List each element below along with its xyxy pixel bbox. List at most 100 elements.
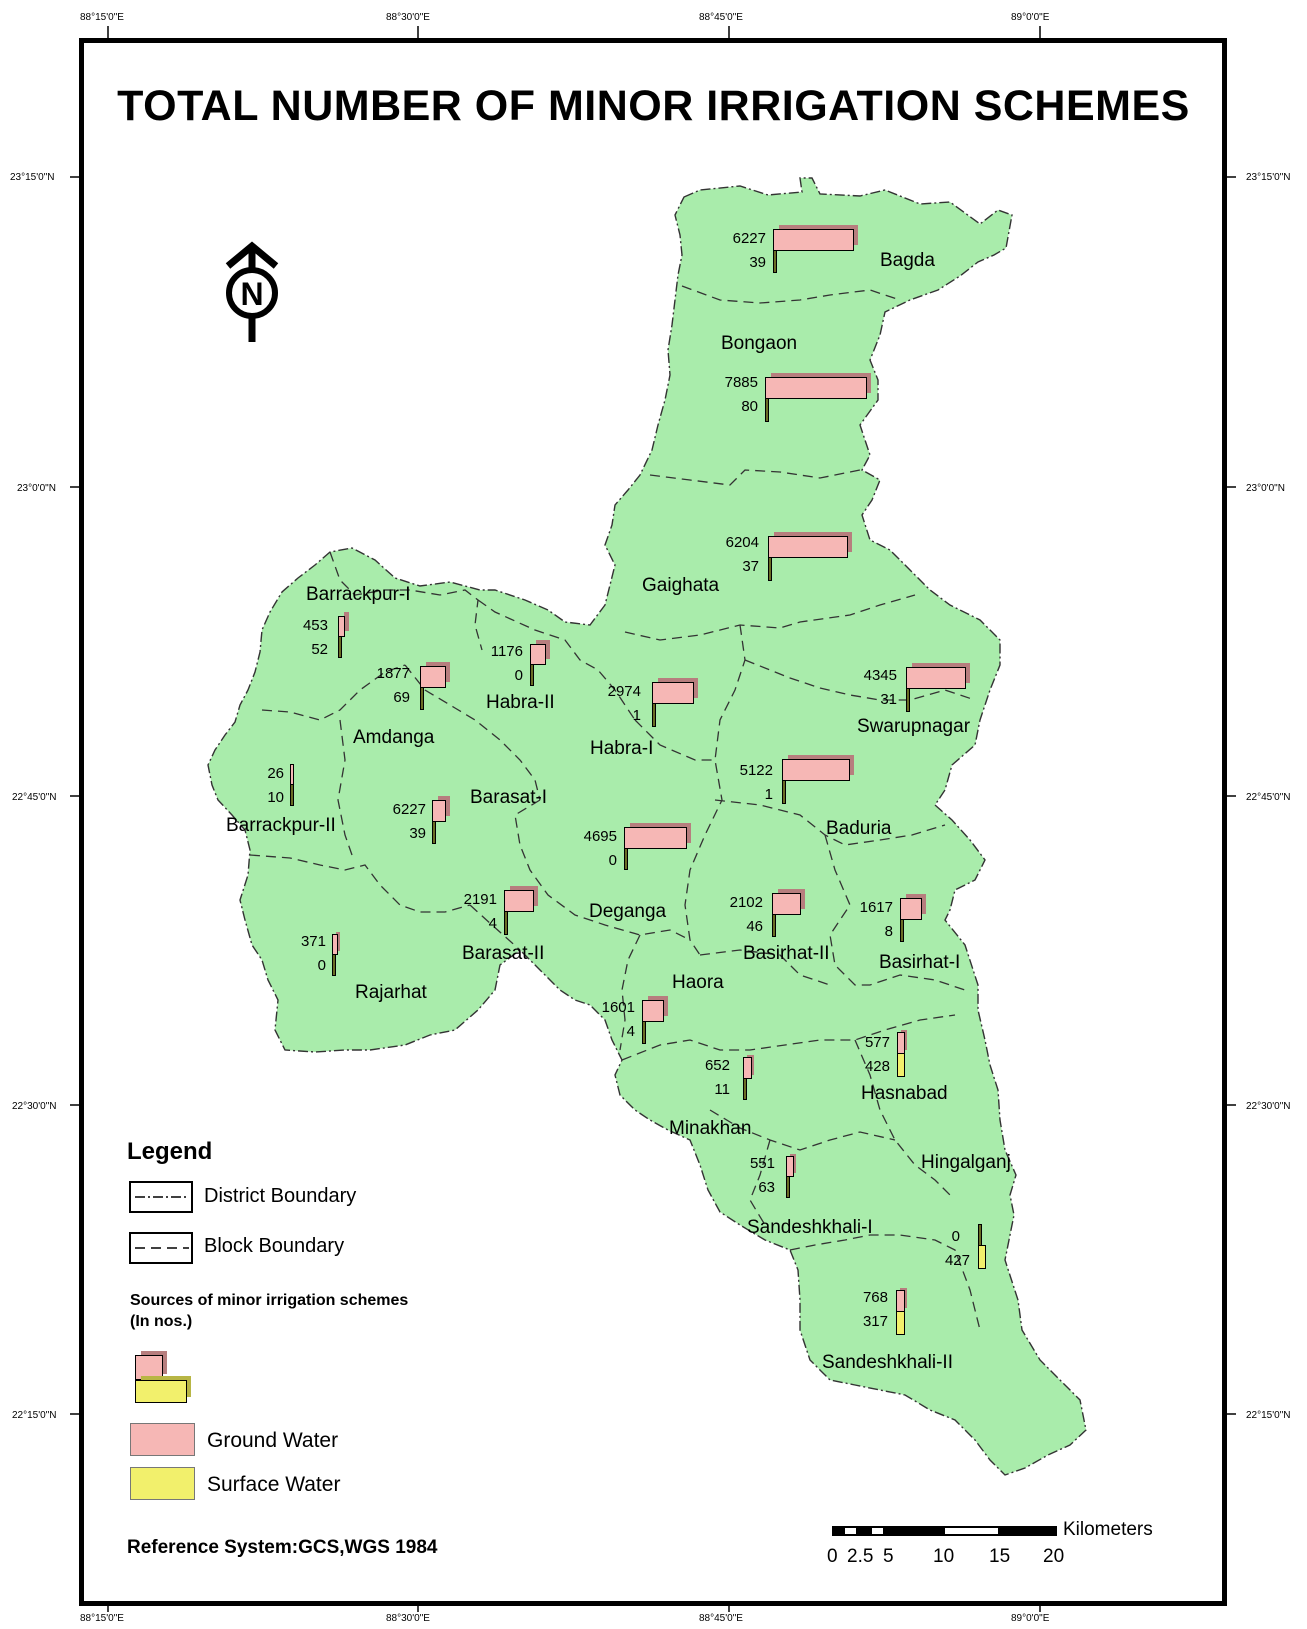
sw-value: 1 [764, 786, 773, 803]
block-boundary-swatch [129, 1232, 193, 1264]
sw-stem [624, 848, 628, 870]
block-label: Deganga [589, 901, 667, 922]
gw-bar [782, 759, 850, 781]
gw-value: 371 [300, 933, 326, 950]
gw-bar [338, 616, 345, 637]
block-label: Minakhan [669, 1118, 752, 1139]
gw-bar [900, 898, 922, 920]
sw-stem [772, 914, 776, 937]
gw-bar [772, 893, 801, 915]
sw-value: 317 [862, 1313, 888, 1330]
ground-water-label: Ground Water [207, 1429, 339, 1452]
block-label: Habra-I [590, 738, 654, 759]
gw-bar [642, 1000, 664, 1022]
scale-tick: 15 [989, 1546, 1011, 1567]
gw-value: 652 [704, 1057, 730, 1074]
block-label: Habra-II [486, 692, 555, 713]
lon-label: 88°30'0"E [386, 1613, 430, 1624]
block-label: Barrackpur-I [306, 584, 411, 605]
reference-system: Reference System:GCS,WGS 1984 [127, 1537, 438, 1558]
sw-stem [504, 911, 508, 935]
block-label: Hingalganj [921, 1152, 1011, 1173]
gw-bar [768, 536, 848, 558]
block-label: Amdanga [353, 727, 435, 748]
lat-label: 23°0'0"N [1246, 483, 1285, 494]
block-boundary-label: Block Boundary [204, 1235, 345, 1257]
district-outline [207, 177, 1087, 1476]
lon-label: 88°15'0"E [80, 12, 124, 23]
gw-value: 453 [302, 617, 328, 634]
sw-value: 0 [608, 852, 617, 869]
lat-label: 22°30'0"N [12, 1101, 57, 1112]
map-title: TOTAL NUMBER OF MINOR IRRIGATION SCHEMES [117, 82, 1190, 130]
north-arrow-icon: N [225, 241, 279, 342]
district-boundary-label: District Boundary [204, 1185, 357, 1207]
sw-bar [978, 1245, 986, 1269]
block-label: Barasat-I [470, 787, 548, 808]
scale-tick: 0 [827, 1546, 838, 1567]
sw-value: 31 [880, 691, 897, 708]
sw-value: 63 [758, 1179, 775, 1196]
gw-bar [290, 764, 294, 785]
sw-stem [338, 636, 342, 658]
sw-value: 0 [514, 667, 523, 684]
sw-stem [906, 688, 910, 712]
sw-value: 52 [311, 641, 328, 658]
sw-stem [290, 784, 294, 806]
gw-bar [332, 934, 338, 955]
sw-stem [332, 954, 336, 976]
gw-value: 26 [267, 765, 284, 782]
gw-value: 551 [749, 1155, 775, 1172]
gw-value: 577 [864, 1034, 890, 1051]
sw-value: 8 [884, 923, 893, 940]
ground-water-swatch [130, 1423, 195, 1456]
gw-bar [652, 682, 694, 704]
gw-bar [786, 1156, 794, 1177]
gw-value: 2191 [463, 891, 497, 908]
gw-bar [504, 890, 534, 912]
lat-label: 23°0'0"N [17, 483, 56, 494]
sw-value: 0 [317, 957, 326, 974]
gw-bar [906, 667, 966, 689]
lon-label: 88°45'0"E [699, 1613, 743, 1624]
gw-bar [432, 800, 446, 822]
sw-stem [768, 557, 772, 581]
legend-sample-gw-bar [135, 1355, 163, 1380]
sources-title: Sources of minor irrigation schemes [130, 1292, 409, 1309]
sw-value: 10 [267, 789, 284, 806]
block-label: Hasnabad [861, 1083, 948, 1104]
gw-value: 1617 [859, 899, 893, 916]
block-label: Bongaon [721, 333, 798, 354]
block-label: Haora [672, 972, 724, 993]
sw-stem [642, 1021, 646, 1044]
sw-stem [743, 1078, 747, 1100]
scale-unit: Kilometers [1063, 1519, 1153, 1540]
sw-bar [897, 1053, 905, 1077]
sw-stem [652, 703, 656, 727]
gw-value: 6204 [725, 534, 759, 551]
block-label: Basirhat-I [879, 952, 961, 973]
lon-label: 88°15'0"E [80, 1613, 124, 1624]
sw-value: 39 [749, 254, 766, 271]
block-label: Sandeshkhali-II [822, 1352, 953, 1373]
gw-value: 0 [951, 1228, 960, 1245]
sources-unit: (In nos.) [130, 1313, 193, 1330]
gw-value: 1176 [490, 643, 523, 660]
sw-stem [530, 664, 534, 686]
gw-bar [896, 1290, 905, 1312]
lat-label: 22°45'0"N [1246, 792, 1291, 803]
lon-label: 88°30'0"E [386, 12, 430, 23]
block-label: Swarupnagar [857, 716, 971, 737]
scale-tick: 5 [883, 1546, 894, 1567]
surface-water-label: Surface Water [207, 1473, 341, 1496]
sw-value: 427 [944, 1252, 970, 1269]
lon-label: 89°0'0"E [1011, 12, 1050, 23]
sw-value: 37 [742, 558, 759, 575]
gw-bar [773, 229, 854, 251]
gw-value: 1601 [601, 999, 635, 1016]
gw-bar [743, 1057, 752, 1079]
map-frame [79, 38, 1227, 1606]
block-label: Barasat-II [462, 943, 545, 964]
